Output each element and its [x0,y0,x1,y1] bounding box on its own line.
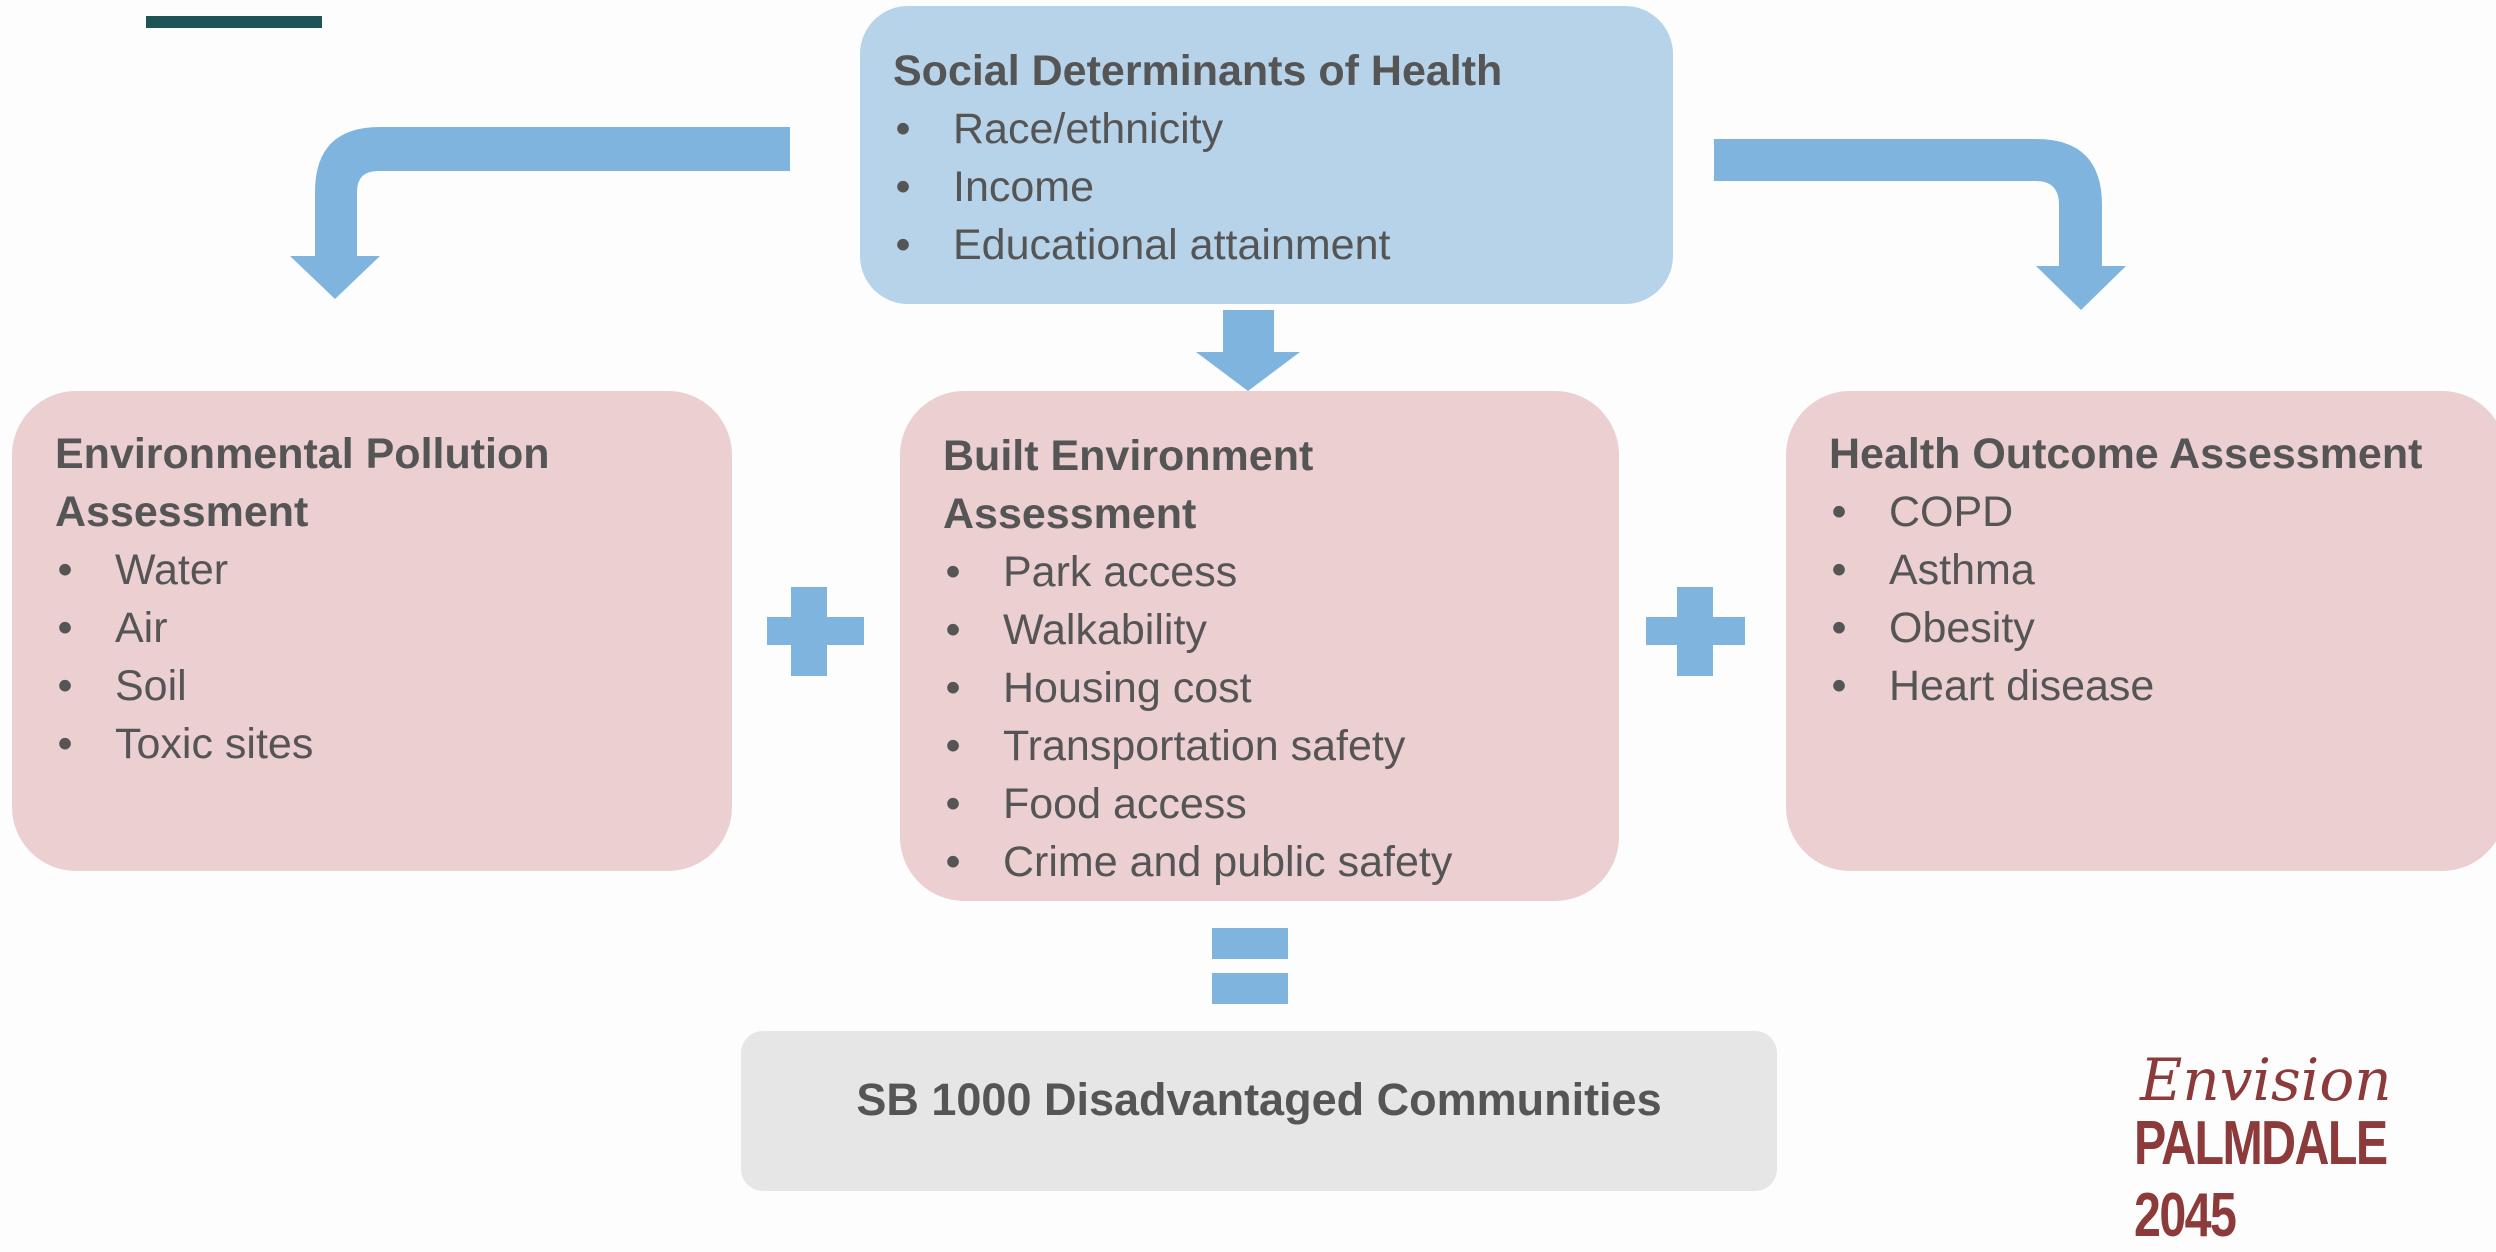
list-item: •Soil [57,662,187,710]
list-item: •Water [57,546,229,594]
environmental-pollution-title-line2: Assessment [55,488,309,536]
environmental-pollution-title-line1: Environmental Pollution [55,430,550,478]
connector-shapes [290,127,2126,1004]
built-environment-list: •Park access •Walkability •Housing cost … [943,543,1619,891]
list-item: •Income [895,163,1095,211]
health-outcome-list: •COPD •Asthma •Obesity •Heart disease [1829,483,2496,715]
list-item: •Transportation safety [945,722,1406,770]
list-item: •Asthma [1831,546,2035,594]
social-determinants-title: Social Determinants of Health [893,47,1503,95]
list-item: •Housing cost [945,664,1252,712]
built-environment-title-line1: Built Environment [943,432,1314,480]
equals-sign-top [1212,928,1288,959]
logo-wordmark: PALMDALE 2045 [2134,1109,2388,1250]
list-item: •Park access [945,548,1238,596]
health-outcome-title: Health Outcome Assessment [1829,430,2423,478]
list-item: •COPD [1831,488,2014,536]
envision-palmdale-logo: Envision PALMDALE 2045 [2120,1045,2496,1250]
list-item: •Walkability [945,606,1207,654]
social-determinants-list: •Race/ethnicity •Income •Educational att… [893,100,1673,274]
plus-sign-right [1646,587,1745,676]
plus-sign-left [767,587,864,676]
built-environment-title-line2: Assessment [943,490,1197,538]
environmental-pollution-list: •Water •Air •Soil •Toxic sites [55,541,732,773]
accent-bar [146,16,322,28]
built-environment-box: Built Environment Assessment •Park acces… [900,391,1619,901]
logo-script-text: Envision [2140,1046,2392,1114]
arrow-to-health-outcome [1714,139,2126,310]
list-item: •Food access [945,780,1247,828]
list-item: •Air [57,604,168,652]
equals-sign-bottom [1212,973,1288,1004]
health-outcome-box: Health Outcome Assessment •COPD •Asthma … [1786,391,2496,871]
list-item: •Toxic sites [57,720,314,768]
social-determinants-box: Social Determinants of Health •Race/ethn… [860,6,1673,304]
list-item: •Obesity [1831,604,2035,652]
arrow-to-built-environment [1196,310,1300,391]
environmental-pollution-box: Environmental Pollution Assessment •Wate… [12,391,732,871]
sb1000-result-box: SB 1000 Disadvantaged Communities [741,1031,1777,1191]
list-item: •Heart disease [1831,662,2155,710]
list-item: •Crime and public safety [945,838,1453,886]
sb1000-result-title: SB 1000 Disadvantaged Communities [856,1074,1662,1125]
list-item: •Race/ethnicity [895,105,1224,153]
arrow-to-environmental-pollution [290,127,790,299]
list-item: •Educational attainment [895,221,1391,269]
